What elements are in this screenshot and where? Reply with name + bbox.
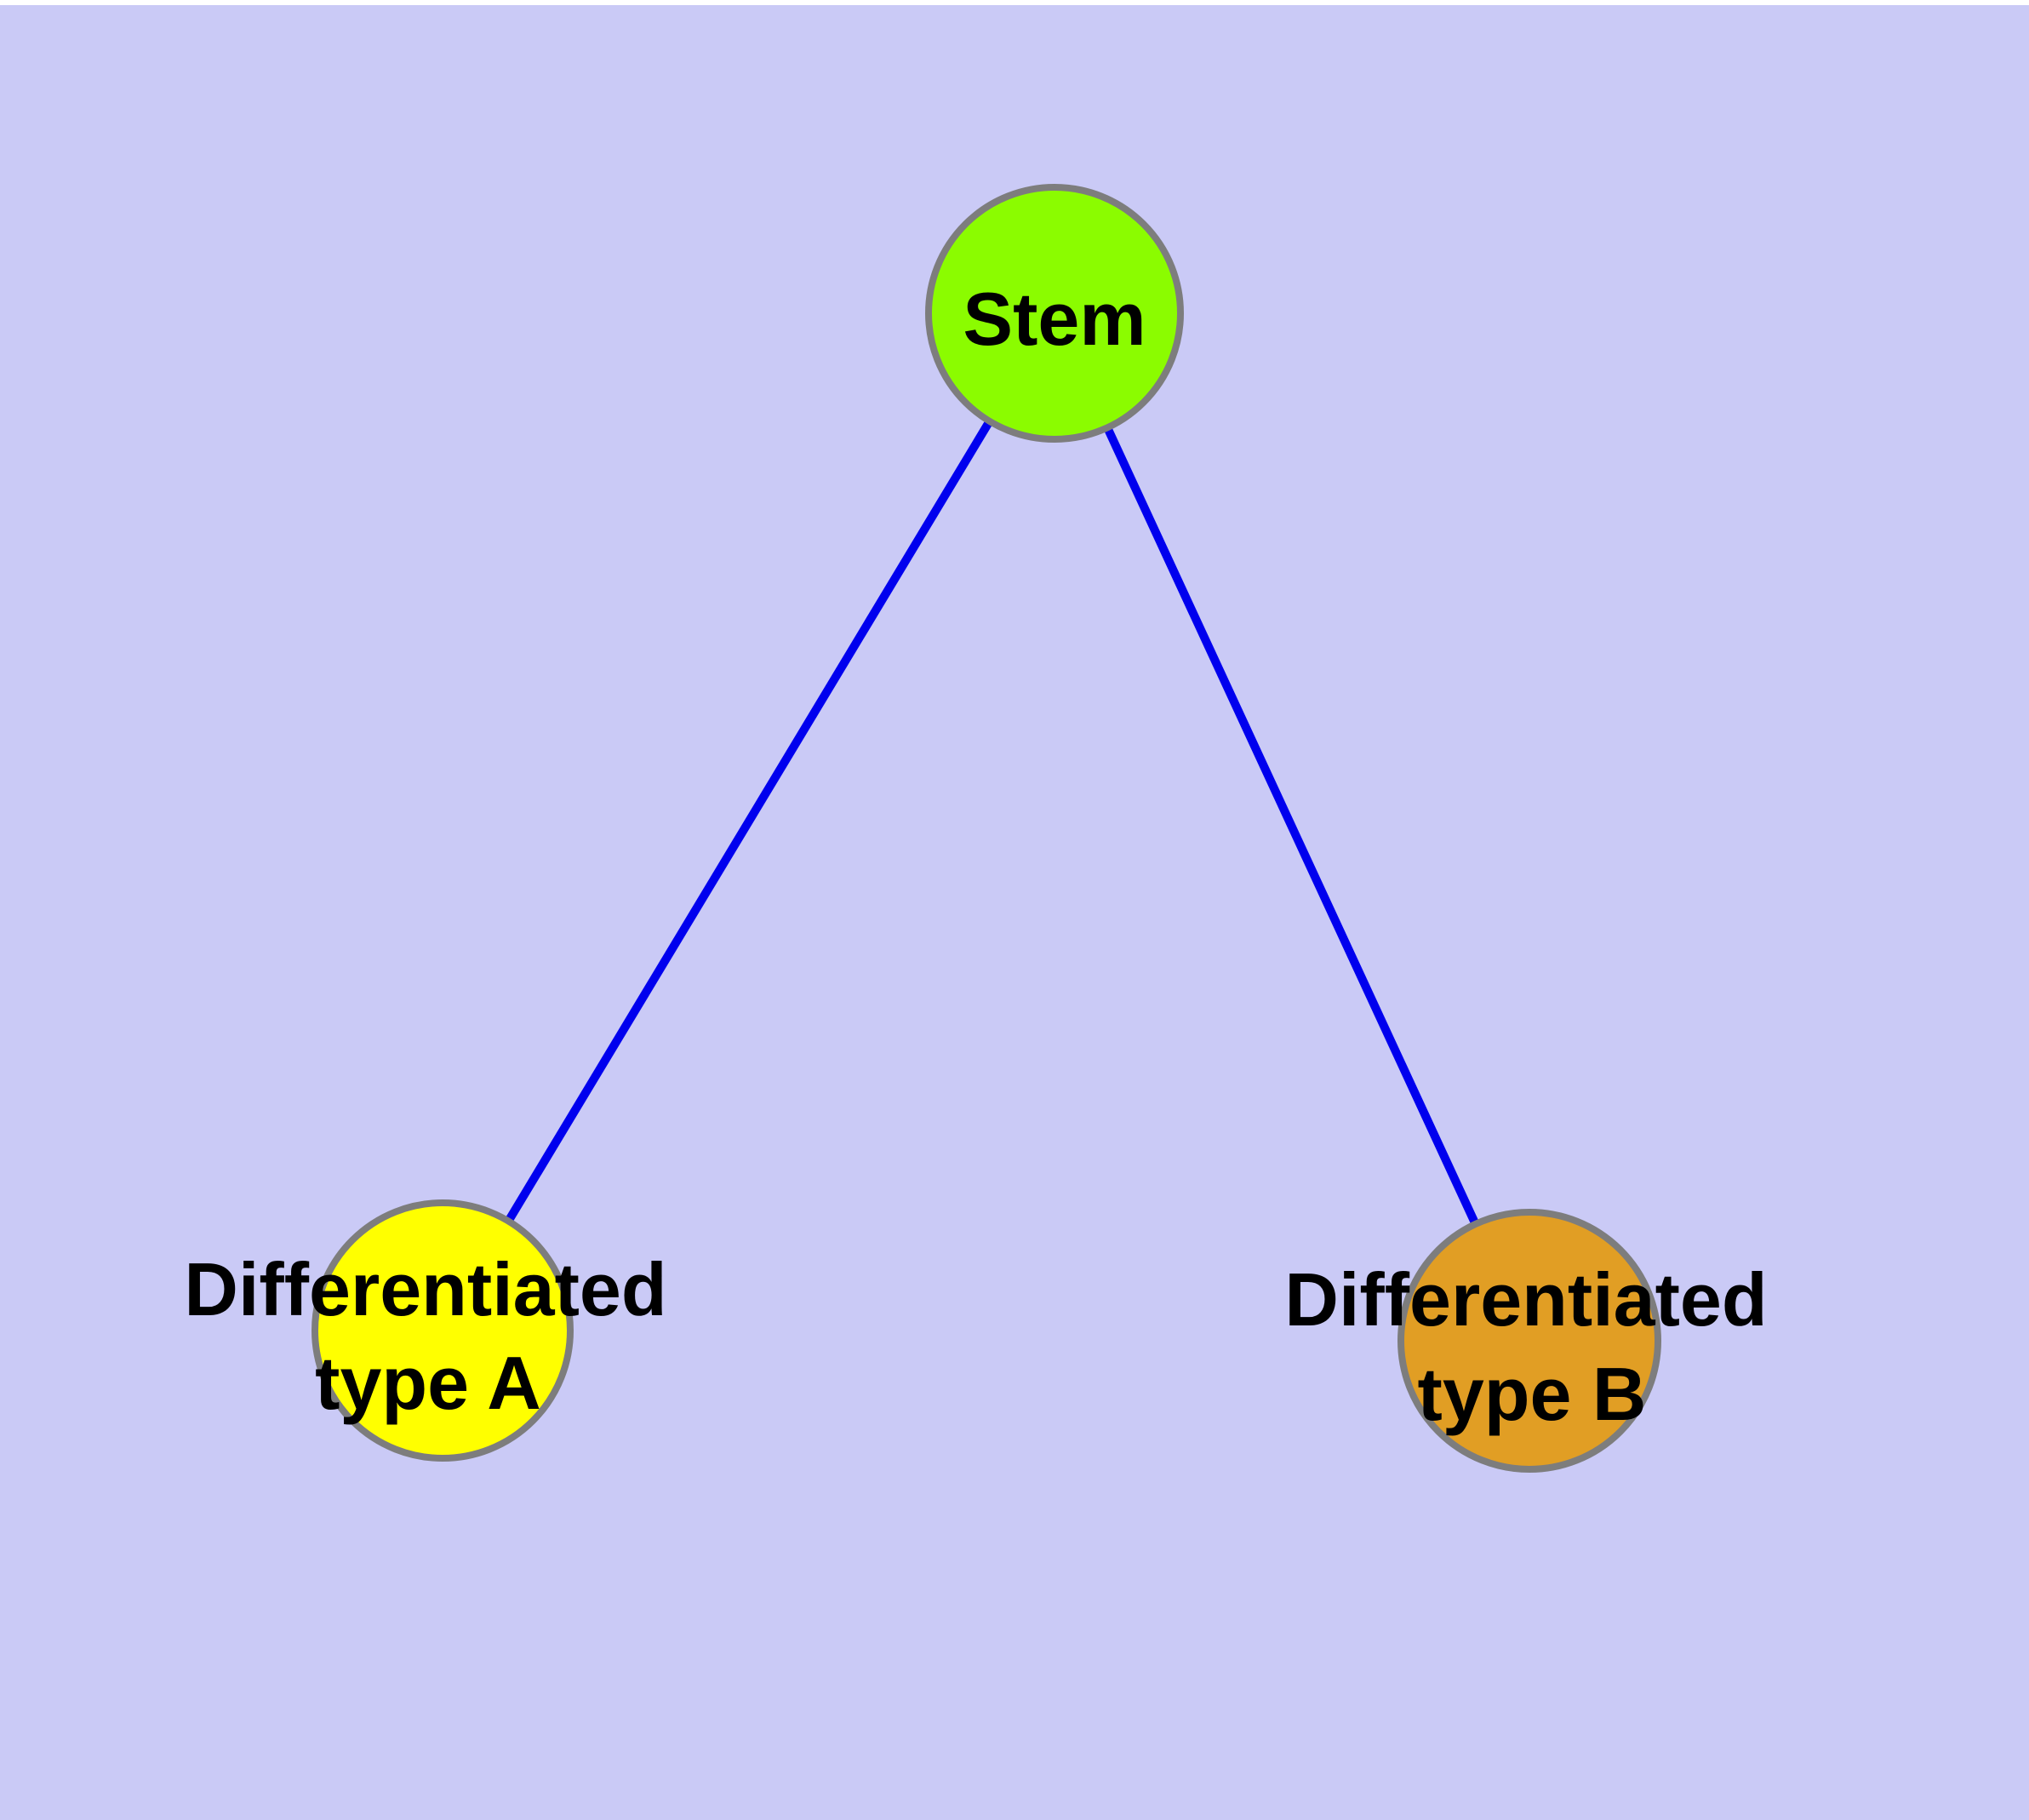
type-b-node-label-line1: Differentiated [1284, 1257, 1767, 1342]
type-b-node-label-line2: type B [1418, 1352, 1647, 1436]
type-a-node-label-line1: Differentiated [184, 1247, 666, 1331]
edge-stem-to-type-b [1050, 311, 1534, 1343]
stem-node [925, 184, 1184, 443]
stem-node-label: Stem [963, 277, 1146, 361]
type-b-node [1397, 1209, 1661, 1473]
edge-stem-to-type-a [438, 311, 1059, 1333]
type-a-node [311, 1199, 574, 1462]
type-a-node-label-line2: type A [315, 1341, 541, 1425]
top-margin [0, 0, 2029, 5]
